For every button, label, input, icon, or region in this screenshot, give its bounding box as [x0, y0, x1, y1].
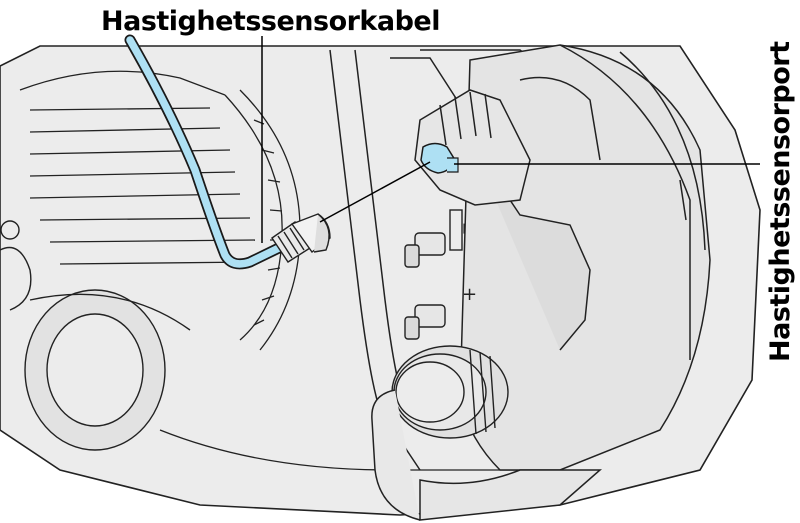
base-foot	[419, 469, 602, 521]
cable-connector	[271, 213, 331, 263]
port-housing	[414, 89, 531, 206]
cooling-fins	[19, 70, 301, 351]
cable-gland	[391, 345, 509, 439]
leader-lines	[261, 36, 760, 243]
terminal-minus-symbol: −	[455, 222, 474, 235]
connector-to-port-line	[319, 161, 431, 223]
terminal-plus-symbol: +	[462, 284, 477, 305]
terminals	[404, 209, 463, 340]
hub	[0, 220, 191, 451]
speed-sensor-port	[420, 142, 459, 174]
power-cable	[371, 389, 421, 521]
speed-sensor-port-label: Hastighetssensorport	[765, 41, 796, 362]
speed-sensor-cable-label: Hastighetssensorkabel	[101, 6, 441, 37]
